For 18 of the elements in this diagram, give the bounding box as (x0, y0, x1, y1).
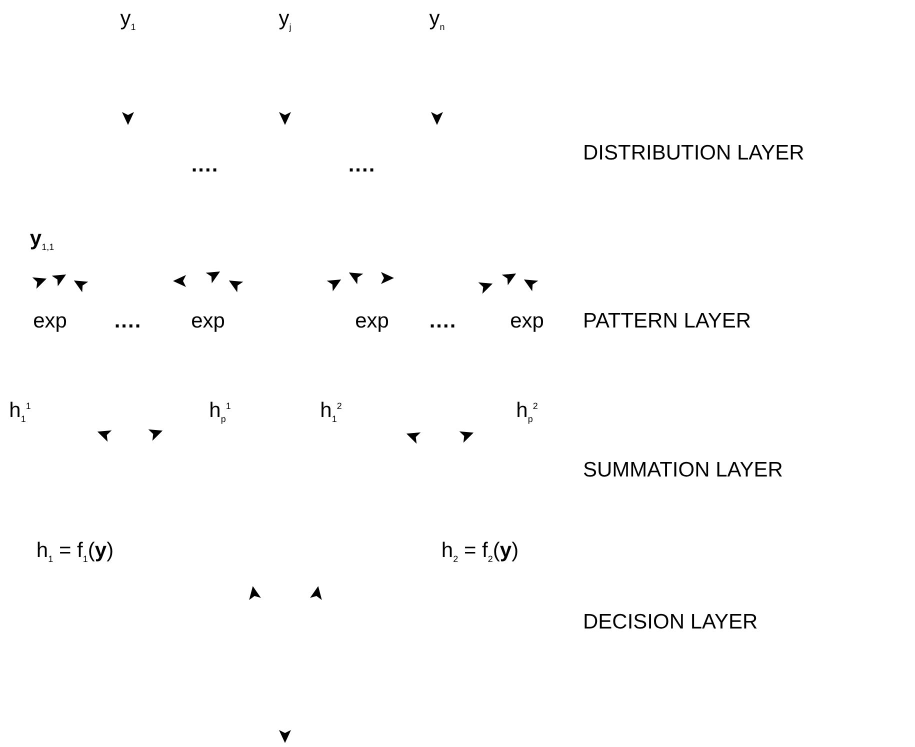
math-label: y$_{1,1}$ (30, 228, 54, 252)
layer-label: PATTERN LAYER (583, 310, 752, 332)
math-label: y$_{1}$ (120, 8, 136, 32)
ellipsis: .... (191, 154, 219, 176)
math-label: y$_{n}$ (429, 8, 445, 32)
layer-label: SUMMATION LAYER (583, 460, 783, 480)
node-label: exp (510, 310, 544, 332)
ellipsis: .... (114, 310, 142, 332)
formula: h$_{1}$ = f$_{1}$(y) (36, 540, 114, 564)
ellipsis: .... (429, 310, 457, 332)
ellipsis: .... (348, 154, 376, 176)
layer-label: DECISION LAYER (583, 612, 758, 632)
layer-label: DISTRIBUTION LAYER (583, 142, 804, 164)
node-label: exp (191, 310, 225, 332)
node-label: exp (33, 310, 67, 332)
formula: h$_{2}$ = f$_{2}$(y) (441, 540, 519, 564)
math-label: y$_{j}$ (278, 8, 292, 32)
node-label: exp (355, 310, 389, 332)
